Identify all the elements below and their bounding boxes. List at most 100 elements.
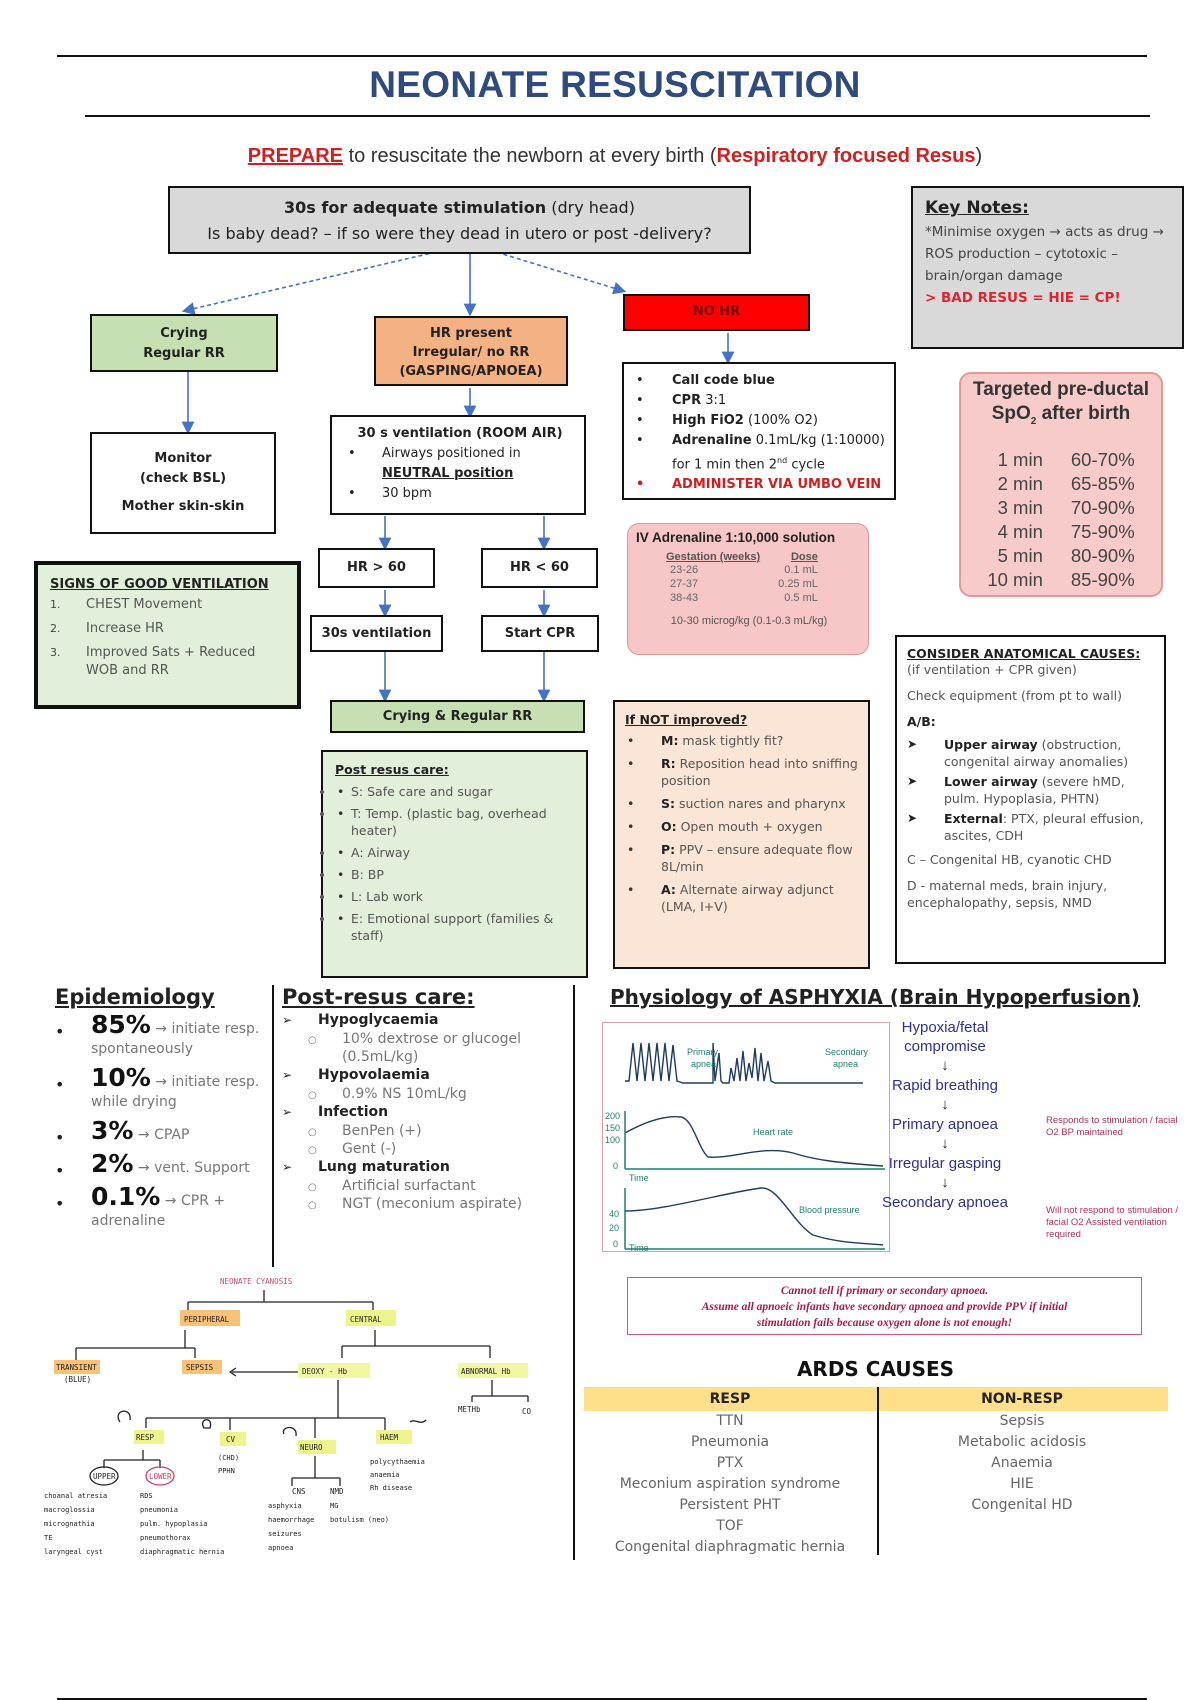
- mrsopa-item: O: Open mouth + oxygen: [625, 818, 860, 835]
- hr-tick: 0: [613, 1161, 618, 1171]
- spo2-range: 75-90%: [1070, 520, 1135, 542]
- mrsopa-item: R: Reposition head into sniffing positio…: [625, 755, 860, 789]
- ards-cause: HIE: [1010, 1476, 1034, 1492]
- spo2-time: 5 min: [997, 544, 1043, 566]
- blood-pressure-label: Blood pressure: [799, 1205, 860, 1215]
- post-resus-item: S: Safe care and sugar: [335, 783, 576, 800]
- primary-apnoea-note: Responds to stimulation / facial O2 BP m…: [1046, 1115, 1178, 1138]
- ventilation-30s-short-box: 30s ventilation: [310, 615, 443, 652]
- cyanosis-nmd: NMD: [330, 1487, 344, 1496]
- anatomical-d: D - maternal meds, brain injury, encepha…: [907, 878, 1108, 910]
- item-number: 3.: [50, 646, 61, 659]
- lower-airway-item: diaphragmatic hernia: [140, 1548, 224, 1556]
- cyanosis-upper: UPPER: [93, 1472, 116, 1481]
- post-resus-subitem: NGT (meconium aspirate): [282, 1195, 567, 1215]
- anatomical-item-rest: (obstruction, congenital airway anomalie…: [944, 737, 1129, 769]
- hr-lt-60-box: HR < 60: [481, 548, 598, 588]
- mrsopa-key: O:: [661, 819, 677, 834]
- dose-cell: 0.5 mL: [784, 592, 818, 604]
- gasping-line: (GASPING/APNOEA): [399, 364, 543, 379]
- bp-tick: 40: [609, 1209, 619, 1219]
- gestation-cell: 23-26: [670, 564, 699, 576]
- cycle-sup: nd: [777, 456, 788, 465]
- spo2-heading-tail: after birth: [1036, 403, 1131, 424]
- item-bold: Call code blue: [672, 373, 775, 388]
- mrsopa-item: P: PPV – ensure adequate flow 8L/min: [625, 841, 860, 875]
- heart-rate-curve: [624, 1116, 884, 1167]
- cyanosis-transient: TRANSIENT: [56, 1363, 97, 1372]
- stim-bold: 30s for adequate stimulation: [284, 198, 547, 217]
- check-bsl-line: (check BSL): [139, 471, 227, 486]
- bp-tick: 0: [613, 1239, 618, 1249]
- item-bold: CPR: [672, 393, 702, 408]
- ards-title: ARDS CAUSES: [796, 1357, 955, 1381]
- mrsopa-key: A:: [661, 882, 676, 897]
- mrsopa-list: M: mask tightly fit? R: Reposition head i…: [625, 732, 860, 915]
- cv-item: PPHN: [218, 1467, 235, 1475]
- anatomical-item-rest: : PTX, pleural effusion, ascites, CDH: [944, 811, 1144, 843]
- asphyxia-flow: Hypoxia/fetal compromise↓Rapid breathing…: [870, 1018, 1020, 1212]
- down-arrow-icon: ↓: [941, 1174, 949, 1191]
- umbo-vein-item: ADMINISTER VIA UMBO VEIN: [634, 475, 886, 495]
- epidemiology-item: 0.1% → CPR + adrenaline: [55, 1184, 270, 1231]
- haem-item: anaemia: [370, 1471, 400, 1479]
- epidemiology-text: → initiate resp. while drying: [91, 1074, 260, 1110]
- adrenaline-heading: IV Adrenaline 1:10,000 solution: [636, 530, 836, 545]
- epidemiology-text: → CPR + adrenaline: [91, 1193, 226, 1229]
- post-resus-care-box: Post resus care: S: Safe care and sugarT…: [321, 750, 588, 978]
- crying-line: Crying: [160, 326, 208, 341]
- cv-item: (CHD): [218, 1454, 239, 1462]
- epidemiology-heading: Epidemiology: [55, 985, 215, 1009]
- prepare-lead: PREPARE: [247, 145, 344, 167]
- asphyxia-step: Primary apnoea: [892, 1116, 998, 1133]
- prepare-middle: to resuscitate the newborn at every birt…: [343, 145, 717, 167]
- spo2-range: 70-90%: [1070, 496, 1135, 518]
- divider-left: [272, 985, 274, 1267]
- primary-apnea-label: Primary: [687, 1047, 718, 1057]
- ards-divider: [877, 1387, 879, 1555]
- cyanosis-deoxy: DEOXY - Hb: [302, 1367, 348, 1376]
- hr-present-line: HR present: [430, 326, 512, 341]
- code-blue-box: Call code blue CPR 3:1 High FiO2 (100% O…: [622, 362, 896, 500]
- mrsopa-item: M: mask tightly fit?: [625, 732, 860, 749]
- skin-to-skin-line: Mother skin-skin: [121, 499, 245, 514]
- anatomical-item: Lower airway (severe hMD, pulm. Hypoplas…: [907, 773, 1156, 807]
- lower-airway-item: pneumothorax: [140, 1534, 191, 1542]
- monitor-box: Monitor (check BSL) Mother skin-skin: [90, 432, 276, 534]
- ards-nonresp-header: NON-RESP: [981, 1391, 1063, 1407]
- spo2-time: 1 min: [997, 448, 1043, 470]
- gestation-cell: 38-43: [670, 592, 699, 604]
- haem-item: polycythaemia: [370, 1458, 425, 1466]
- monitor-line: Monitor: [154, 451, 212, 466]
- cyanosis-transient-sub: (BLUE): [64, 1375, 91, 1384]
- mrsopa-item: A: Alternate airway adjunct (LMA, I+V): [625, 881, 860, 915]
- key-notes-heading: Key Notes:: [925, 198, 1029, 218]
- cycle-text: for 1 min then 2: [672, 457, 778, 473]
- epidemiology-text: → vent. Support: [133, 1160, 250, 1176]
- top-rule: [57, 55, 1147, 57]
- item-text: Increase HR: [86, 621, 164, 636]
- heart-rate-label: Heart rate: [753, 1127, 793, 1137]
- anatomical-item-bold: External: [944, 811, 1003, 826]
- ards-cause: Anaemia: [991, 1455, 1053, 1471]
- cyanosis-cv: CV: [226, 1435, 236, 1444]
- adrenaline-footer: 10-30 microg/kg (0.1-0.3 mL/kg): [670, 615, 828, 627]
- code-blue-item: High FiO2 (100% O2): [634, 411, 886, 431]
- spo2-heading-sub: 2: [1030, 415, 1037, 427]
- item-bold: Adrenaline: [672, 433, 752, 448]
- cyanosis-haem: HAEM: [380, 1433, 399, 1442]
- anatomical-ab: A/B:: [907, 714, 936, 729]
- epidemiology-text: → CPAP: [133, 1127, 190, 1143]
- asphyxia-graph-svg: Primary apnea Secondary apnea Heart rate…: [605, 1042, 885, 1253]
- ventilation-30s-box: 30 s ventilation (ROOM AIR) Airways posi…: [330, 415, 586, 515]
- ventilation-item: 30 bpm: [346, 484, 574, 504]
- warning-line: Assume all apnoeic infants have secondar…: [701, 1301, 1068, 1313]
- mrsopa-text: suction nares and pharynx: [675, 796, 846, 811]
- cyanosis-cns: CNS: [292, 1487, 306, 1496]
- crying-regular-box: Crying & Regular RR: [330, 700, 585, 733]
